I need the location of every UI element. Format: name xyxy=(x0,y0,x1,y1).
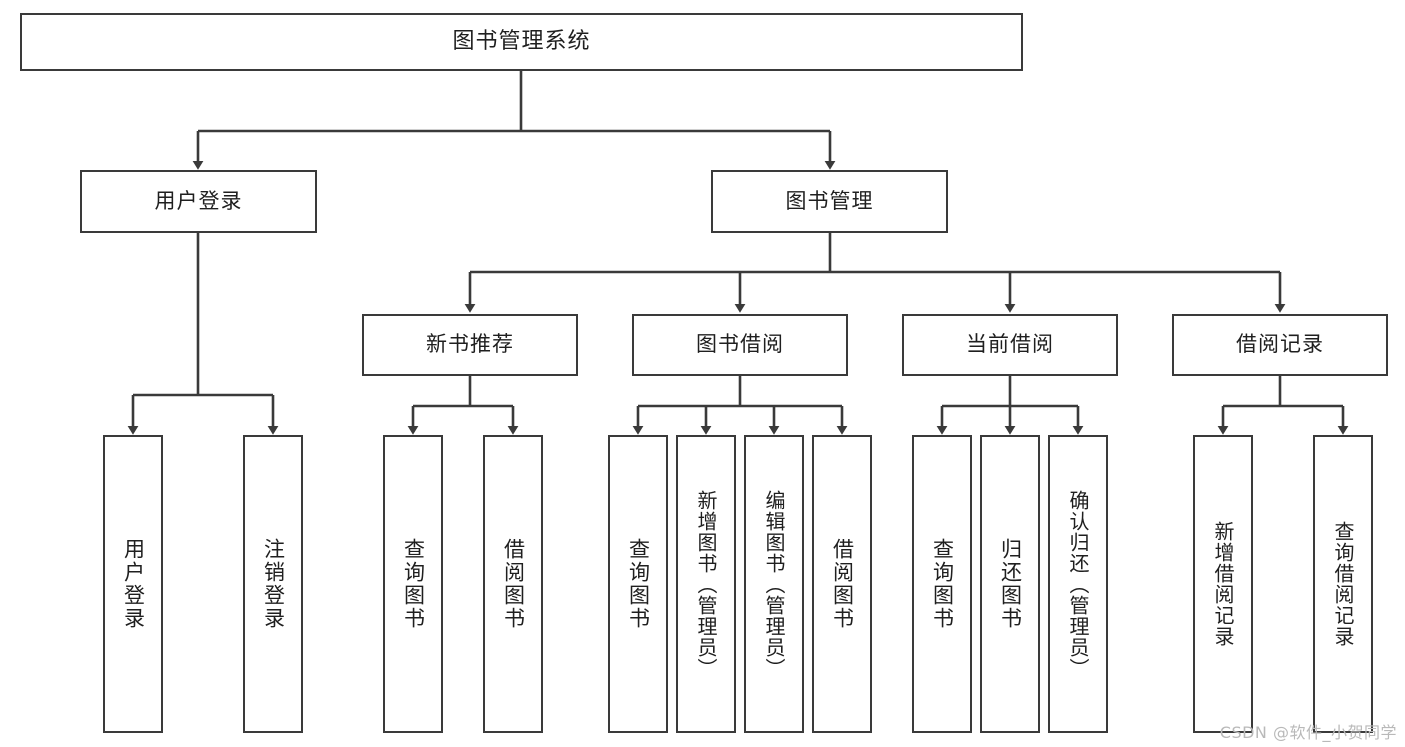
leaf-new-book-query-book[interactable]: 查询图书 xyxy=(383,435,443,733)
node-label: 图书借阅 xyxy=(696,332,784,357)
leaf-book-borrow-edit-book-admin[interactable]: 编辑图书（管理员） xyxy=(744,435,804,733)
leaf-user-login-logout[interactable]: 注销登录 xyxy=(243,435,303,733)
node-label: 用户登录 xyxy=(154,188,243,213)
node-book-borrowing[interactable]: 图书借阅 xyxy=(632,314,848,376)
node-label: 新增图书（管理员） xyxy=(694,489,718,679)
node-label: 图书管理系统 xyxy=(452,28,591,54)
leaf-current-borrow-query-book[interactable]: 查询图书 xyxy=(912,435,972,733)
node-label: 查询图书 xyxy=(930,538,955,630)
node-label: 新增借阅记录 xyxy=(1211,521,1235,647)
node-label: 确认归还（管理员） xyxy=(1066,489,1090,679)
node-label: 新书推荐 xyxy=(426,332,514,357)
node-label: 借阅记录 xyxy=(1236,332,1324,357)
leaf-book-borrow-query-book[interactable]: 查询图书 xyxy=(608,435,668,733)
node-label: 查询图书 xyxy=(401,538,426,630)
node-label: 当前借阅 xyxy=(966,332,1054,357)
leaf-borrow-record-add-record[interactable]: 新增借阅记录 xyxy=(1193,435,1253,733)
node-label: 图书管理 xyxy=(785,188,874,213)
node-label: 编辑图书（管理员） xyxy=(762,489,786,679)
node-borrowing-records[interactable]: 借阅记录 xyxy=(1172,314,1388,376)
node-label: 借阅图书 xyxy=(830,538,855,630)
leaf-borrow-record-query-record[interactable]: 查询借阅记录 xyxy=(1313,435,1373,733)
node-label: 查询借阅记录 xyxy=(1331,521,1355,647)
leaf-user-login-login[interactable]: 用户登录 xyxy=(103,435,163,733)
node-label: 用户登录 xyxy=(121,538,146,630)
node-label: 注销登录 xyxy=(261,538,286,630)
leaf-book-borrow-borrow-book[interactable]: 借阅图书 xyxy=(812,435,872,733)
leaf-new-book-borrow-book[interactable]: 借阅图书 xyxy=(483,435,543,733)
node-book-management[interactable]: 图书管理 xyxy=(711,170,948,233)
node-new-book-recommendation[interactable]: 新书推荐 xyxy=(362,314,578,376)
leaf-book-borrow-add-book-admin[interactable]: 新增图书（管理员） xyxy=(676,435,736,733)
node-label: 查询图书 xyxy=(626,538,651,630)
node-user-login[interactable]: 用户登录 xyxy=(80,170,317,233)
node-root-book-management-system[interactable]: 图书管理系统 xyxy=(20,13,1023,71)
leaf-current-borrow-return-book[interactable]: 归还图书 xyxy=(980,435,1040,733)
leaf-current-borrow-confirm-return-admin[interactable]: 确认归还（管理员） xyxy=(1048,435,1108,733)
node-current-borrowing[interactable]: 当前借阅 xyxy=(902,314,1118,376)
node-label: 借阅图书 xyxy=(501,538,526,630)
node-label: 归还图书 xyxy=(998,538,1023,630)
